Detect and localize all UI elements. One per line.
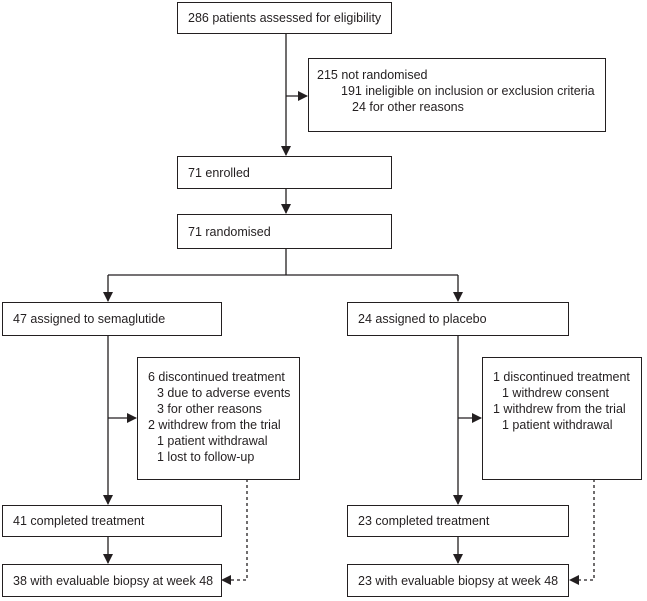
placebo-completed-text: 23 completed treatment (358, 514, 490, 528)
semaglutide-lost: 1 lost to follow-up (157, 450, 255, 464)
enrolled-text: 71 enrolled (188, 165, 250, 180)
screening-box: 286 patients assessed for eligibility (177, 2, 392, 34)
semaglutide-discontinued: 6 discontinued treatment (148, 370, 285, 384)
placebo-withdrew-consent: 1 withdrew consent (502, 386, 610, 400)
placebo-patient-withdrawal: 1 patient withdrawal (502, 418, 613, 432)
not-randomised-other: 24 for other reasons (352, 100, 464, 114)
placebo-exclusions-box: 1 discontinued treatment 1 withdrew cons… (482, 357, 642, 480)
semaglutide-exclusions-box: 6 discontinued treatment 3 due to advers… (137, 357, 300, 480)
not-randomised-title: 215 not randomised (317, 68, 428, 82)
placebo-evaluable-box: 23 with evaluable biopsy at week 48 (347, 564, 569, 597)
screening-text: 286 patients assessed for eligibility (188, 11, 382, 25)
not-randomised-ineligible: 191 ineligible on inclusion or exclusion… (341, 84, 595, 98)
randomised-text: 71 randomised (188, 224, 271, 239)
placebo-withdrew: 1 withdrew from the trial (493, 402, 626, 416)
semaglutide-assigned-text: 47 assigned to semaglutide (13, 312, 166, 326)
semaglutide-withdrew: 2 withdrew from the trial (148, 418, 281, 432)
semaglutide-evaluable-box: 38 with evaluable biopsy at week 48 (2, 564, 222, 597)
semaglutide-completed-box: 41 completed treatment (2, 505, 222, 537)
connector-semaglutide-dashed (221, 479, 248, 585)
placebo-completed-box: 23 completed treatment (347, 505, 569, 537)
semaglutide-patient-withdrawal: 1 patient withdrawal (157, 434, 268, 448)
placebo-discontinued: 1 discontinued treatment (493, 370, 630, 384)
semaglutide-evaluable-text: 38 with evaluable biopsy at week 48 (13, 573, 214, 588)
semaglutide-other-reasons: 3 for other reasons (157, 402, 262, 416)
placebo-evaluable-text: 23 with evaluable biopsy at week 48 (358, 573, 559, 588)
semaglutide-completed-text: 41 completed treatment (13, 514, 145, 528)
randomised-box: 71 randomised (177, 214, 392, 249)
enrolled-box: 71 enrolled (177, 156, 392, 189)
semaglutide-assigned-box: 47 assigned to semaglutide (2, 302, 222, 336)
placebo-assigned-box: 24 assigned to placebo (347, 302, 569, 336)
connector-placebo-dashed (569, 479, 595, 585)
placebo-assigned-text: 24 assigned to placebo (358, 312, 487, 326)
not-randomised-box: 215 not randomised 191 ineligible on inc… (308, 58, 606, 132)
semaglutide-adverse: 3 due to adverse events (157, 386, 291, 400)
